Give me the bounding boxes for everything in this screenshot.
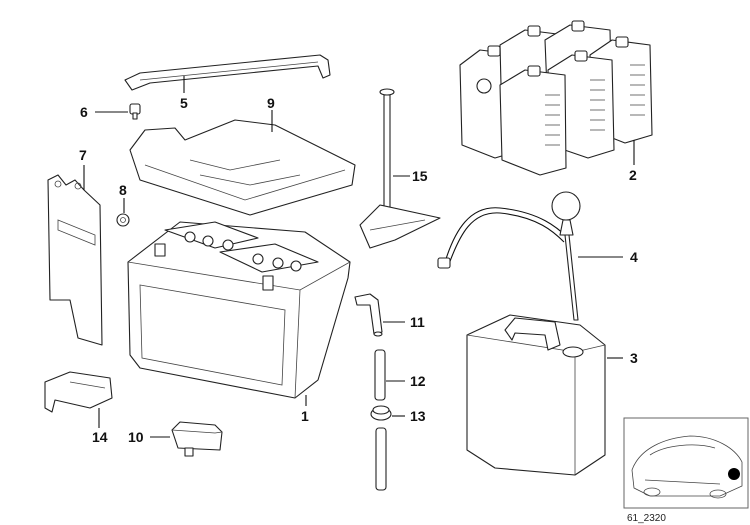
part-12-tube xyxy=(374,349,386,401)
part-1-battery xyxy=(127,221,351,399)
callout-10: 10 xyxy=(128,429,144,445)
part-4-filler-hose xyxy=(437,191,581,321)
callout-labels: 5 6 9 7 8 15 2 4 3 11 12 13 1 14 10 xyxy=(79,95,638,445)
part-15-tool xyxy=(359,88,441,249)
part-drain-tube xyxy=(375,427,387,491)
part-2-canisters xyxy=(459,20,653,176)
callout-12: 12 xyxy=(410,373,426,389)
part-14-terminal-cover xyxy=(44,371,113,413)
vehicle-locator-thumbnail xyxy=(623,417,749,509)
part-3-jerry-can xyxy=(466,314,606,476)
callout-6: 6 xyxy=(80,104,88,120)
callout-1: 1 xyxy=(301,408,309,424)
location-marker-icon xyxy=(728,468,740,480)
part-5-battery-bracket xyxy=(124,54,331,91)
callout-2: 2 xyxy=(629,167,637,183)
part-6-bolt xyxy=(129,103,141,120)
callout-13: 13 xyxy=(410,408,426,424)
callout-15: 15 xyxy=(412,168,428,184)
callout-4: 4 xyxy=(630,249,638,265)
part-7-side-panel xyxy=(47,174,103,346)
part-10-block xyxy=(171,421,223,457)
part-9-battery-cover xyxy=(129,119,356,216)
callout-5: 5 xyxy=(180,95,188,111)
callout-3: 3 xyxy=(630,350,638,366)
part-8-nut xyxy=(116,213,130,227)
part-13-grommet xyxy=(370,405,392,421)
callout-9: 9 xyxy=(267,95,275,111)
callout-11: 11 xyxy=(410,314,425,330)
part-11-vent-elbow xyxy=(354,293,383,337)
diagram-code: 61_2320 xyxy=(627,513,666,524)
leader-lines xyxy=(83,76,635,438)
callout-14: 14 xyxy=(92,429,108,445)
callout-7: 7 xyxy=(79,147,87,163)
callout-8: 8 xyxy=(119,182,127,198)
